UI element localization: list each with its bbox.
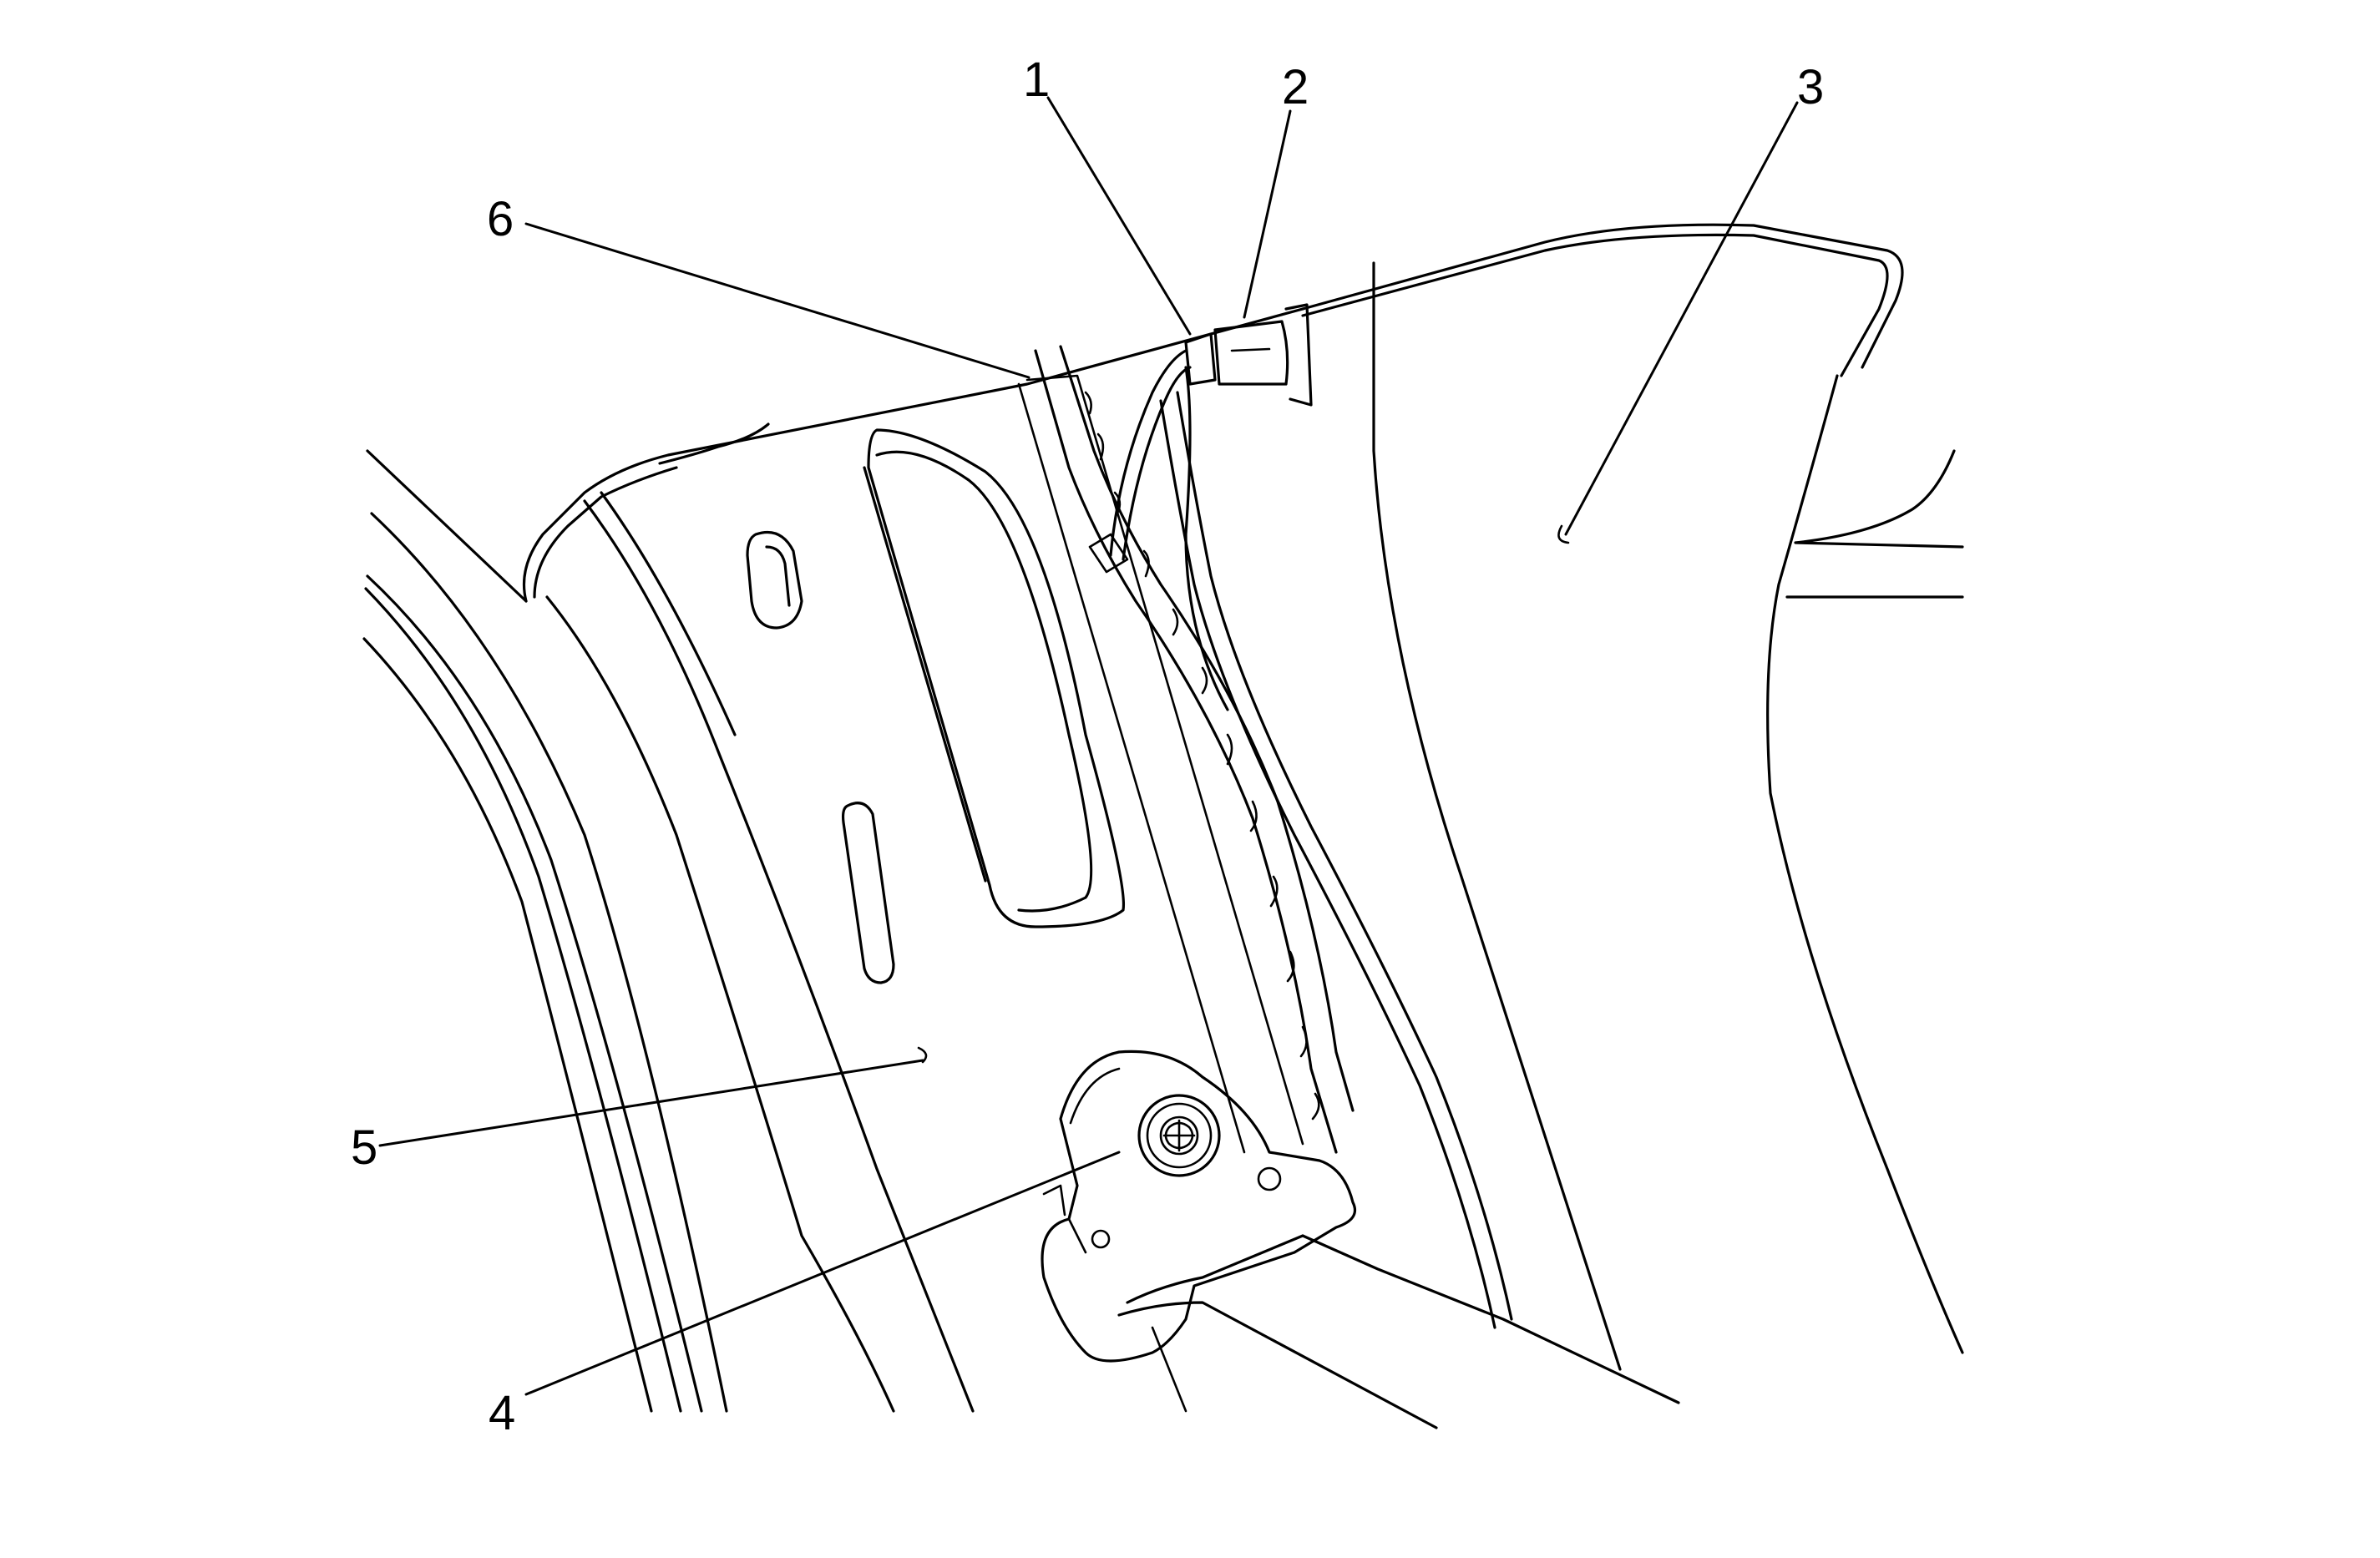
door-opening-contours	[362, 449, 728, 1413]
wiring-harness	[1034, 345, 1355, 1154]
callout-5: 5	[351, 1120, 377, 1175]
leader-1	[1046, 96, 1192, 336]
callout-3: 3	[1797, 60, 1824, 114]
leader-4	[524, 1151, 1121, 1396]
leader-5	[378, 1059, 924, 1147]
callout-4: 4	[489, 1386, 515, 1440]
callout-6: 6	[487, 192, 514, 246]
electrical-connector	[1184, 303, 1313, 407]
leader-6	[524, 222, 1030, 379]
slot-openings	[746, 530, 895, 984]
seat-belt-anchor	[1041, 1050, 1680, 1429]
callout-2: 2	[1282, 60, 1309, 114]
leader-3	[1564, 101, 1799, 536]
oval-opening	[863, 428, 1126, 928]
leader-2	[1243, 109, 1292, 319]
callout-leaders	[378, 96, 1799, 1396]
callout-1: 1	[1023, 53, 1050, 107]
callout-labels: 1 2 3 4 5 6	[351, 53, 1824, 1440]
pillar-trim-panel	[522, 307, 1304, 1413]
quarter-trim-panel	[1159, 223, 1964, 1371]
